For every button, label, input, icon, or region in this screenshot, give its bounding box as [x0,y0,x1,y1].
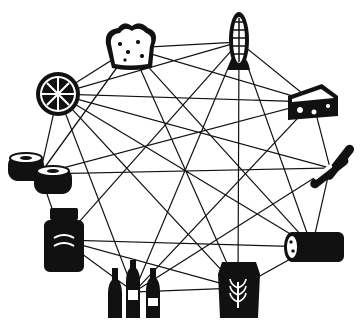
edge-corn-jar [63,42,239,240]
edge-salami-orange [58,94,312,247]
edge-bread-salami [131,48,312,247]
jar-icon [44,208,84,272]
cheese-wedge-icon [288,84,338,120]
orange-slice-icon [36,72,80,116]
sausages-icon [308,143,355,190]
edge-corn-flour [238,42,239,288]
bottles-icon [108,260,160,318]
edge-bread-cheese [131,48,313,102]
edge-corn-salami [239,42,312,247]
salami-icon [284,232,344,262]
corn-cob-icon [228,12,250,70]
edge-salami-jar [63,240,312,247]
bread-loaf-icon [106,23,156,70]
sushi-rolls-icon [8,153,72,194]
flour-bag-icon [218,262,260,318]
